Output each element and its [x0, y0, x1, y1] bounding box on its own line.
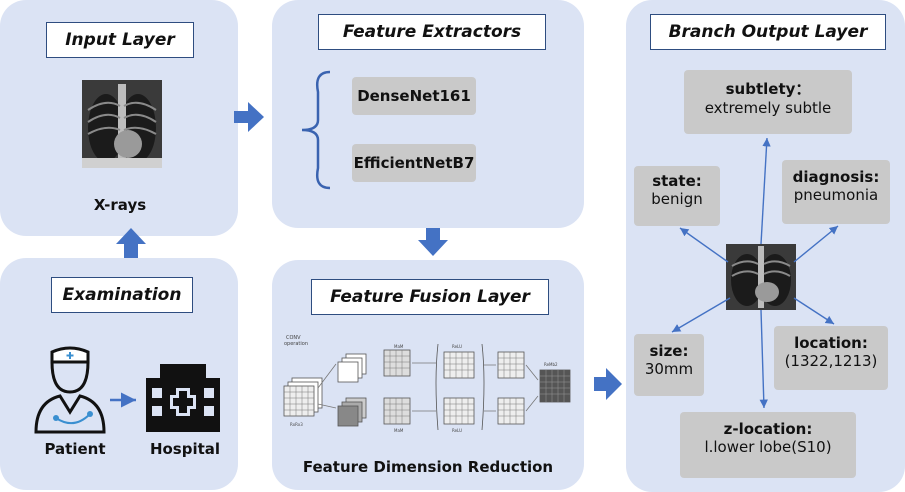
- state-key: state:: [652, 172, 702, 190]
- branch-output-title: Branch Output Layer: [650, 14, 886, 50]
- svg-text:ReLU: ReLU: [452, 344, 462, 349]
- z-location-output: z-location: l.lower lobe(S10): [680, 412, 856, 478]
- brace: [301, 70, 331, 190]
- arrow-examination-to-input: [116, 228, 146, 258]
- output-xray-image: [726, 244, 796, 310]
- location-value: (1322,1213): [784, 352, 878, 370]
- subtlety-value: extremely subtle: [704, 99, 832, 117]
- xray-image: [82, 80, 162, 168]
- svg-text:ReLU: ReLU: [452, 428, 462, 433]
- svg-text:RxRx3: RxRx3: [290, 422, 303, 427]
- subtlety-key: subtlety：: [725, 80, 811, 98]
- fusion-network-diagram: CONV operation RxRx3 MaM MaM ReLU ReLU: [283, 335, 571, 433]
- patient-label: Patient: [44, 440, 106, 458]
- feature-dimension-reduction-caption: Feature Dimension Reduction: [302, 458, 554, 476]
- examination-title: Examination: [51, 277, 193, 313]
- state-value: benign: [651, 190, 703, 208]
- diagnosis-value: pneumonia: [793, 186, 879, 204]
- svg-text:operation: operation: [284, 341, 308, 347]
- svg-text:ReMb2: ReMb2: [544, 362, 558, 367]
- arrow-fusion-to-output: [594, 368, 622, 400]
- z-location-value: l.lower lobe(S10): [704, 438, 832, 456]
- location-output: location: (1322,1213): [774, 326, 888, 390]
- diagnosis-key: diagnosis:: [792, 168, 880, 186]
- xrays-caption: X-rays: [93, 196, 147, 214]
- doctor-icon: [34, 346, 106, 434]
- arrow-extractors-to-fusion: [418, 228, 448, 256]
- input-layer-title: Input Layer: [46, 22, 194, 58]
- efficientnetb7-chip: EfficientNetB7: [352, 144, 476, 182]
- svg-text:MaM: MaM: [394, 344, 404, 349]
- output-arrows: [671, 137, 839, 409]
- arrow-input-to-extractors: [234, 102, 264, 132]
- size-value: 30mm: [644, 360, 694, 378]
- hospital-icon: [146, 364, 220, 432]
- hospital-label: Hospital: [149, 440, 221, 458]
- svg-text:MaM: MaM: [394, 428, 404, 433]
- size-key: size:: [649, 342, 689, 360]
- size-output: size: 30mm: [634, 334, 704, 396]
- diagnosis-output: diagnosis: pneumonia: [782, 160, 890, 224]
- location-key: location:: [794, 334, 868, 352]
- z-location-key: z-location:: [723, 420, 813, 438]
- feature-fusion-title: Feature Fusion Layer: [311, 279, 549, 315]
- svg-text:CONV: CONV: [286, 335, 301, 341]
- feature-extractors-title: Feature Extractors: [318, 14, 546, 50]
- state-output: state: benign: [634, 166, 720, 226]
- subtlety-output: subtlety： extremely subtle: [684, 70, 852, 134]
- densenet161-chip: DenseNet161: [352, 77, 476, 115]
